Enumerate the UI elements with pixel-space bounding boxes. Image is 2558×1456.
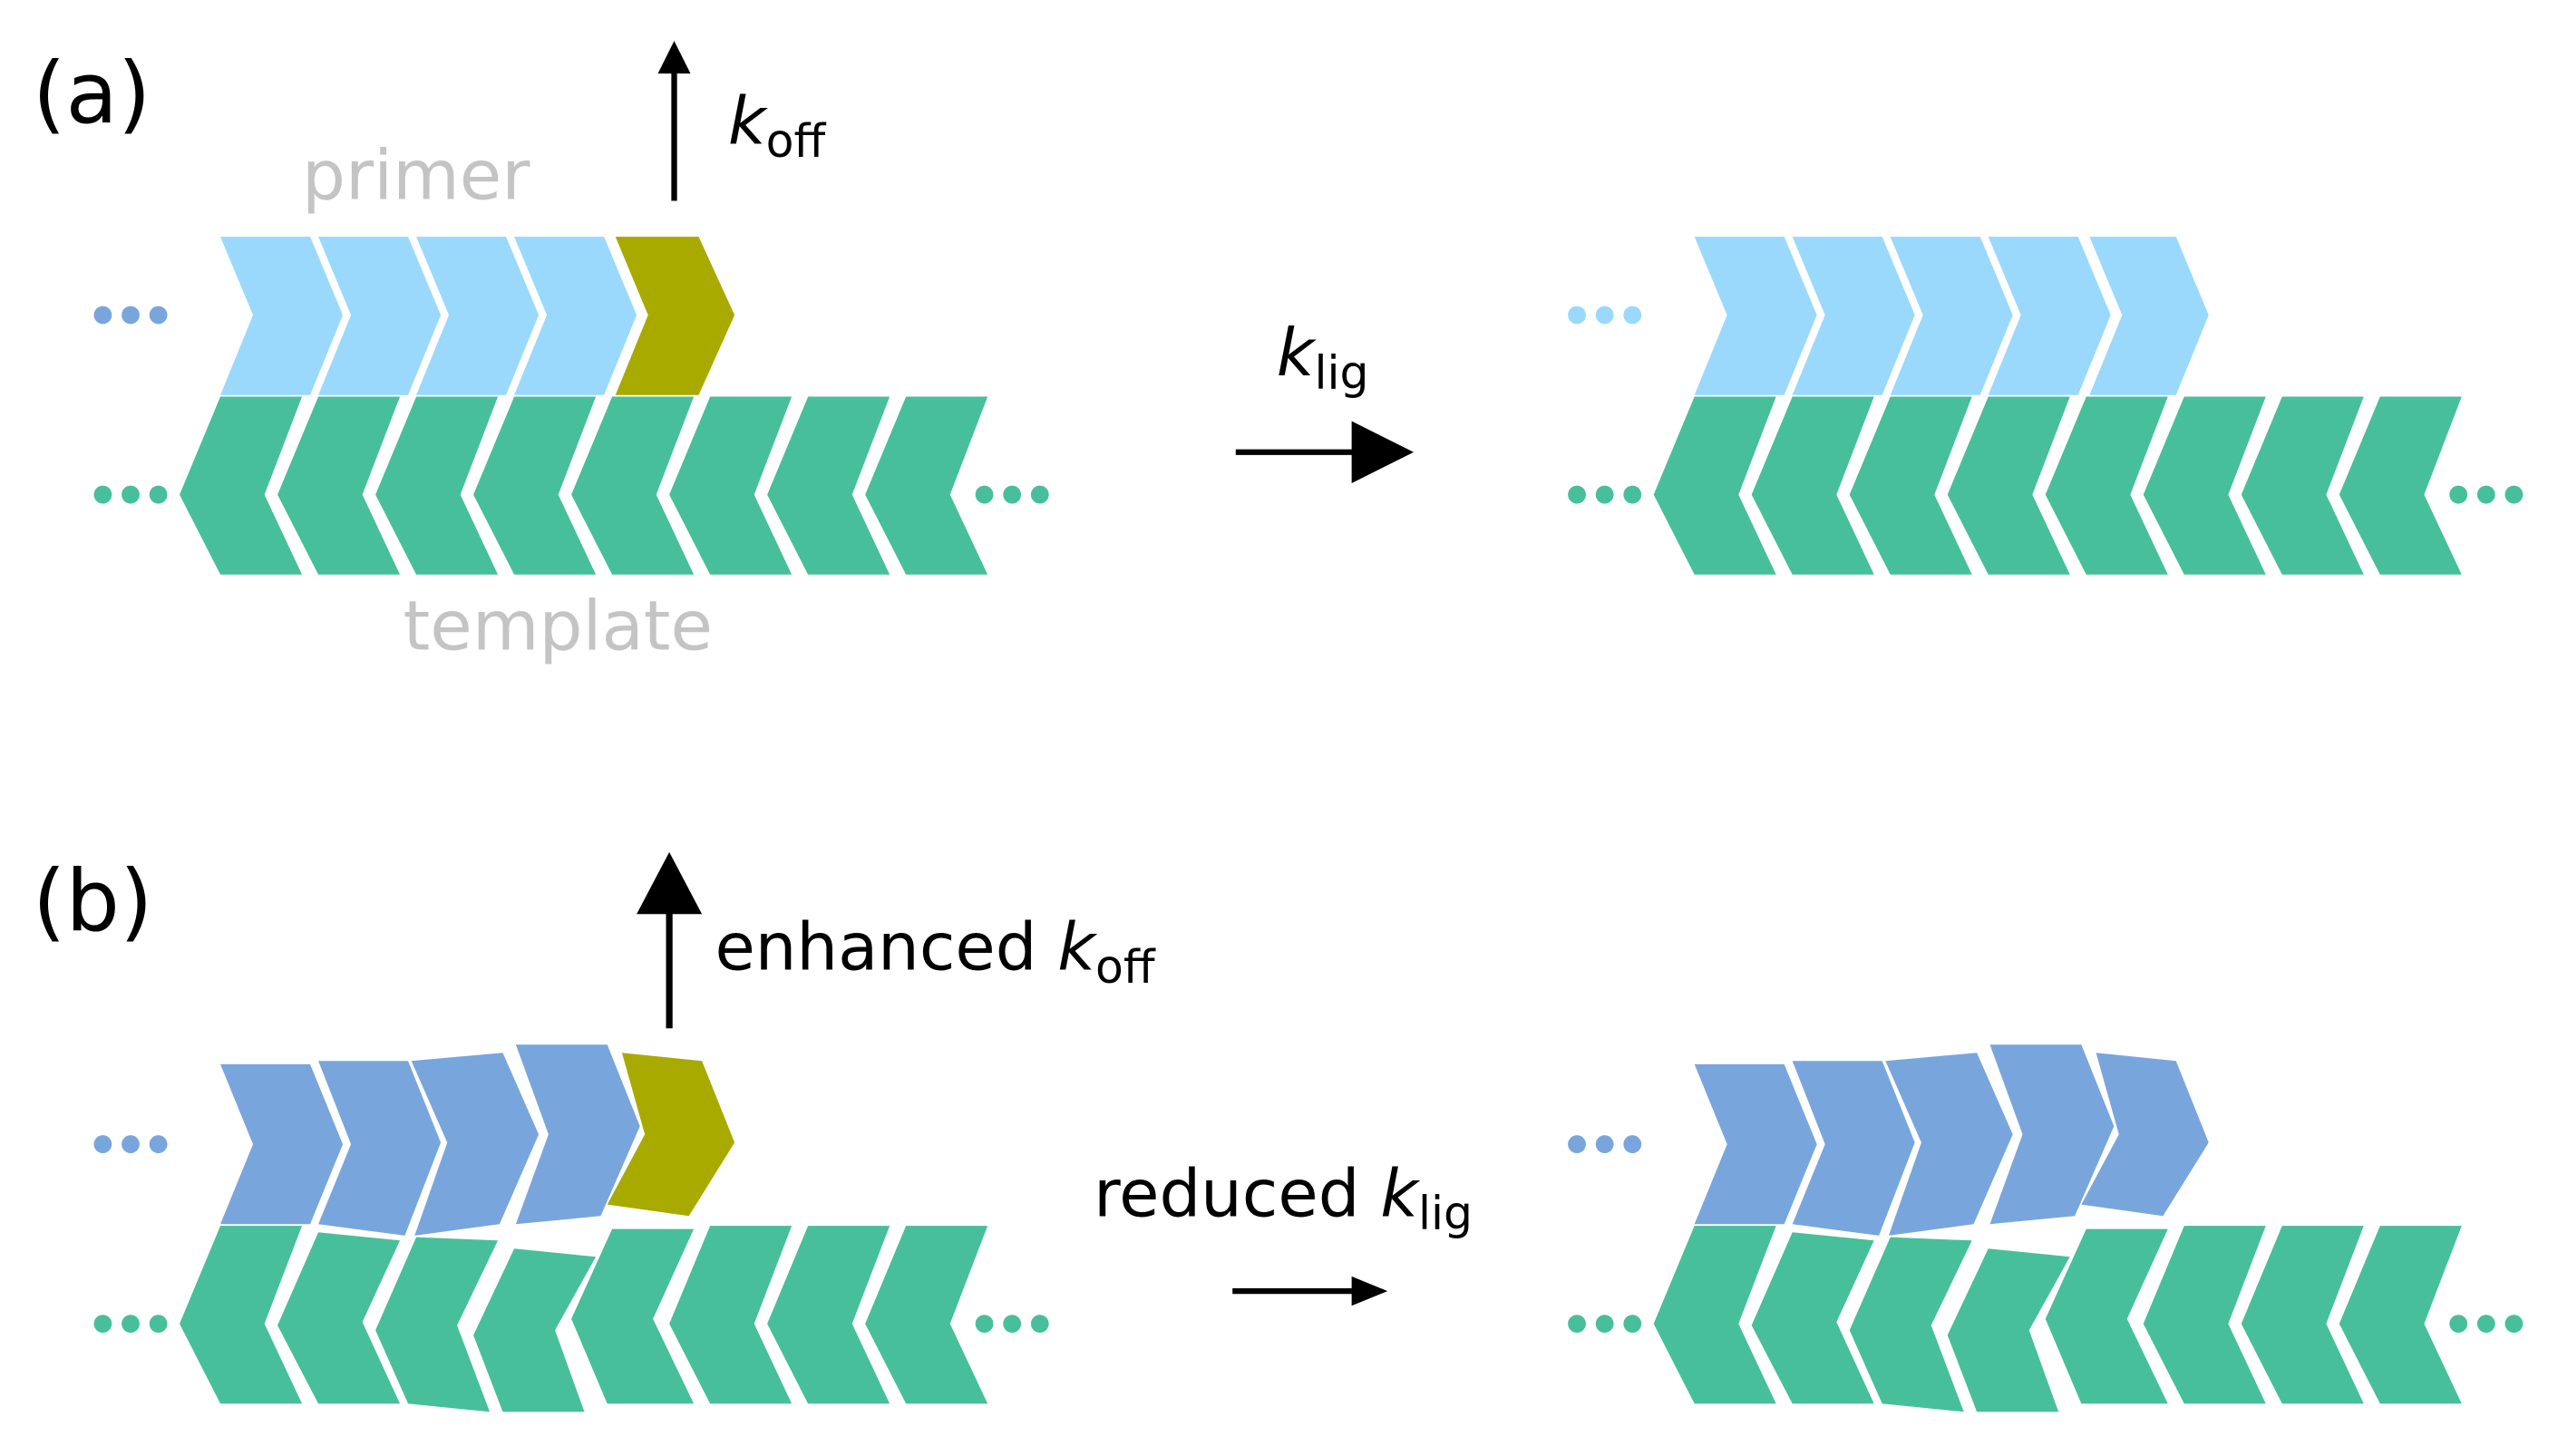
product-template-ellipsis-right <box>2449 485 2524 504</box>
template-monomer <box>571 1228 695 1404</box>
product-template-ellipsis-left <box>1568 485 1642 504</box>
primer-monomer <box>1890 237 2013 395</box>
template-ellipsis-right <box>975 1315 1049 1333</box>
template-ellipsis-right <box>975 485 1049 504</box>
primer-ellipsis <box>93 1135 168 1153</box>
primer-label: primer <box>302 136 530 216</box>
distorted-primer-strand <box>220 1044 640 1236</box>
product-template-strand <box>1653 396 2462 575</box>
koff-arrow <box>657 41 691 201</box>
template-monomer <box>1947 1248 2070 1412</box>
template-monomer <box>2045 1228 2168 1404</box>
primer-monomer <box>2089 237 2209 395</box>
template-monomer <box>865 1226 988 1404</box>
template-monomer <box>375 396 499 575</box>
enhanced-koff-arrow <box>637 851 703 1029</box>
template-monomer <box>375 1237 499 1412</box>
primer-monomer <box>411 1053 540 1236</box>
template-monomer <box>669 1226 793 1404</box>
incoming-monomer <box>615 237 735 395</box>
template-strand <box>180 396 988 575</box>
template-monomer <box>1653 1226 1776 1404</box>
primer-ellipsis <box>93 306 168 325</box>
primer-monomer <box>2081 1053 2209 1217</box>
template-monomer <box>1947 396 2070 575</box>
template-monomer <box>571 396 695 575</box>
primer-monomer <box>1694 1063 1817 1225</box>
template-monomer <box>277 396 401 575</box>
product-primer-ellipsis <box>1568 306 1642 325</box>
template-monomer <box>2339 396 2462 575</box>
primer-monomer <box>1694 237 1817 395</box>
klig-arrow <box>1235 421 1415 483</box>
distorted-template-strand <box>180 1226 988 1412</box>
product-primer-ellipsis <box>1568 1135 1642 1153</box>
template-ellipsis-left <box>93 1315 168 1333</box>
template-monomer <box>865 396 988 575</box>
panel-b: (b) enhanced koff <box>33 851 2524 1412</box>
template-monomer <box>473 1248 597 1412</box>
incoming-monomer <box>607 1053 735 1217</box>
klig-label: klig <box>1277 315 1369 399</box>
template-label: template <box>404 587 713 666</box>
panel-a-label: (a) <box>33 44 151 143</box>
primer-monomer <box>220 1063 344 1225</box>
template-monomer <box>2241 1226 2364 1404</box>
primer-monomer <box>514 237 637 395</box>
primer-monomer <box>318 237 442 395</box>
primer-monomer <box>416 237 540 395</box>
template-monomer <box>1849 1237 1972 1412</box>
koff-label: koff <box>728 83 827 168</box>
template-monomer <box>2339 1226 2462 1404</box>
template-monomer <box>2143 396 2266 575</box>
primer-strand <box>220 237 637 395</box>
template-monomer <box>669 396 793 575</box>
template-monomer <box>473 396 597 575</box>
primer-monomer <box>318 1061 442 1236</box>
template-monomer <box>1751 1232 1874 1404</box>
enhanced-koff-label: enhanced koff <box>715 908 1156 993</box>
template-monomer <box>767 396 890 575</box>
primer-monomer <box>1792 1061 1915 1236</box>
template-monomer <box>277 1232 401 1404</box>
template-monomer <box>767 1226 890 1404</box>
template-monomer <box>1751 396 1874 575</box>
template-monomer <box>1849 396 1972 575</box>
product-primer-strand <box>1694 237 2209 395</box>
template-monomer <box>2045 396 2168 575</box>
primer-monomer <box>515 1044 640 1225</box>
panel-a: (a) koff primer template <box>33 41 2524 666</box>
product-template-ellipsis-left <box>1568 1315 1642 1333</box>
product-distorted-primer-strand <box>1694 1044 2209 1236</box>
template-monomer <box>2143 1226 2266 1404</box>
template-monomer <box>180 1226 303 1404</box>
primer-monomer <box>1989 1044 2115 1225</box>
template-ellipsis-left <box>93 485 168 504</box>
reduced-klig-label: reduced klig <box>1094 1155 1473 1239</box>
template-monomer <box>2241 396 2364 575</box>
product-distorted-template-strand <box>1653 1226 2462 1412</box>
primer-monomer <box>1885 1053 2013 1236</box>
panel-b-label: (b) <box>33 852 152 951</box>
reduced-klig-arrow <box>1232 1276 1388 1306</box>
product-template-ellipsis-right <box>2449 1315 2524 1333</box>
primer-monomer <box>220 237 344 395</box>
template-monomer <box>1653 396 1776 575</box>
primer-monomer <box>1792 237 1915 395</box>
template-monomer <box>180 396 303 575</box>
primer-monomer <box>1988 237 2111 395</box>
